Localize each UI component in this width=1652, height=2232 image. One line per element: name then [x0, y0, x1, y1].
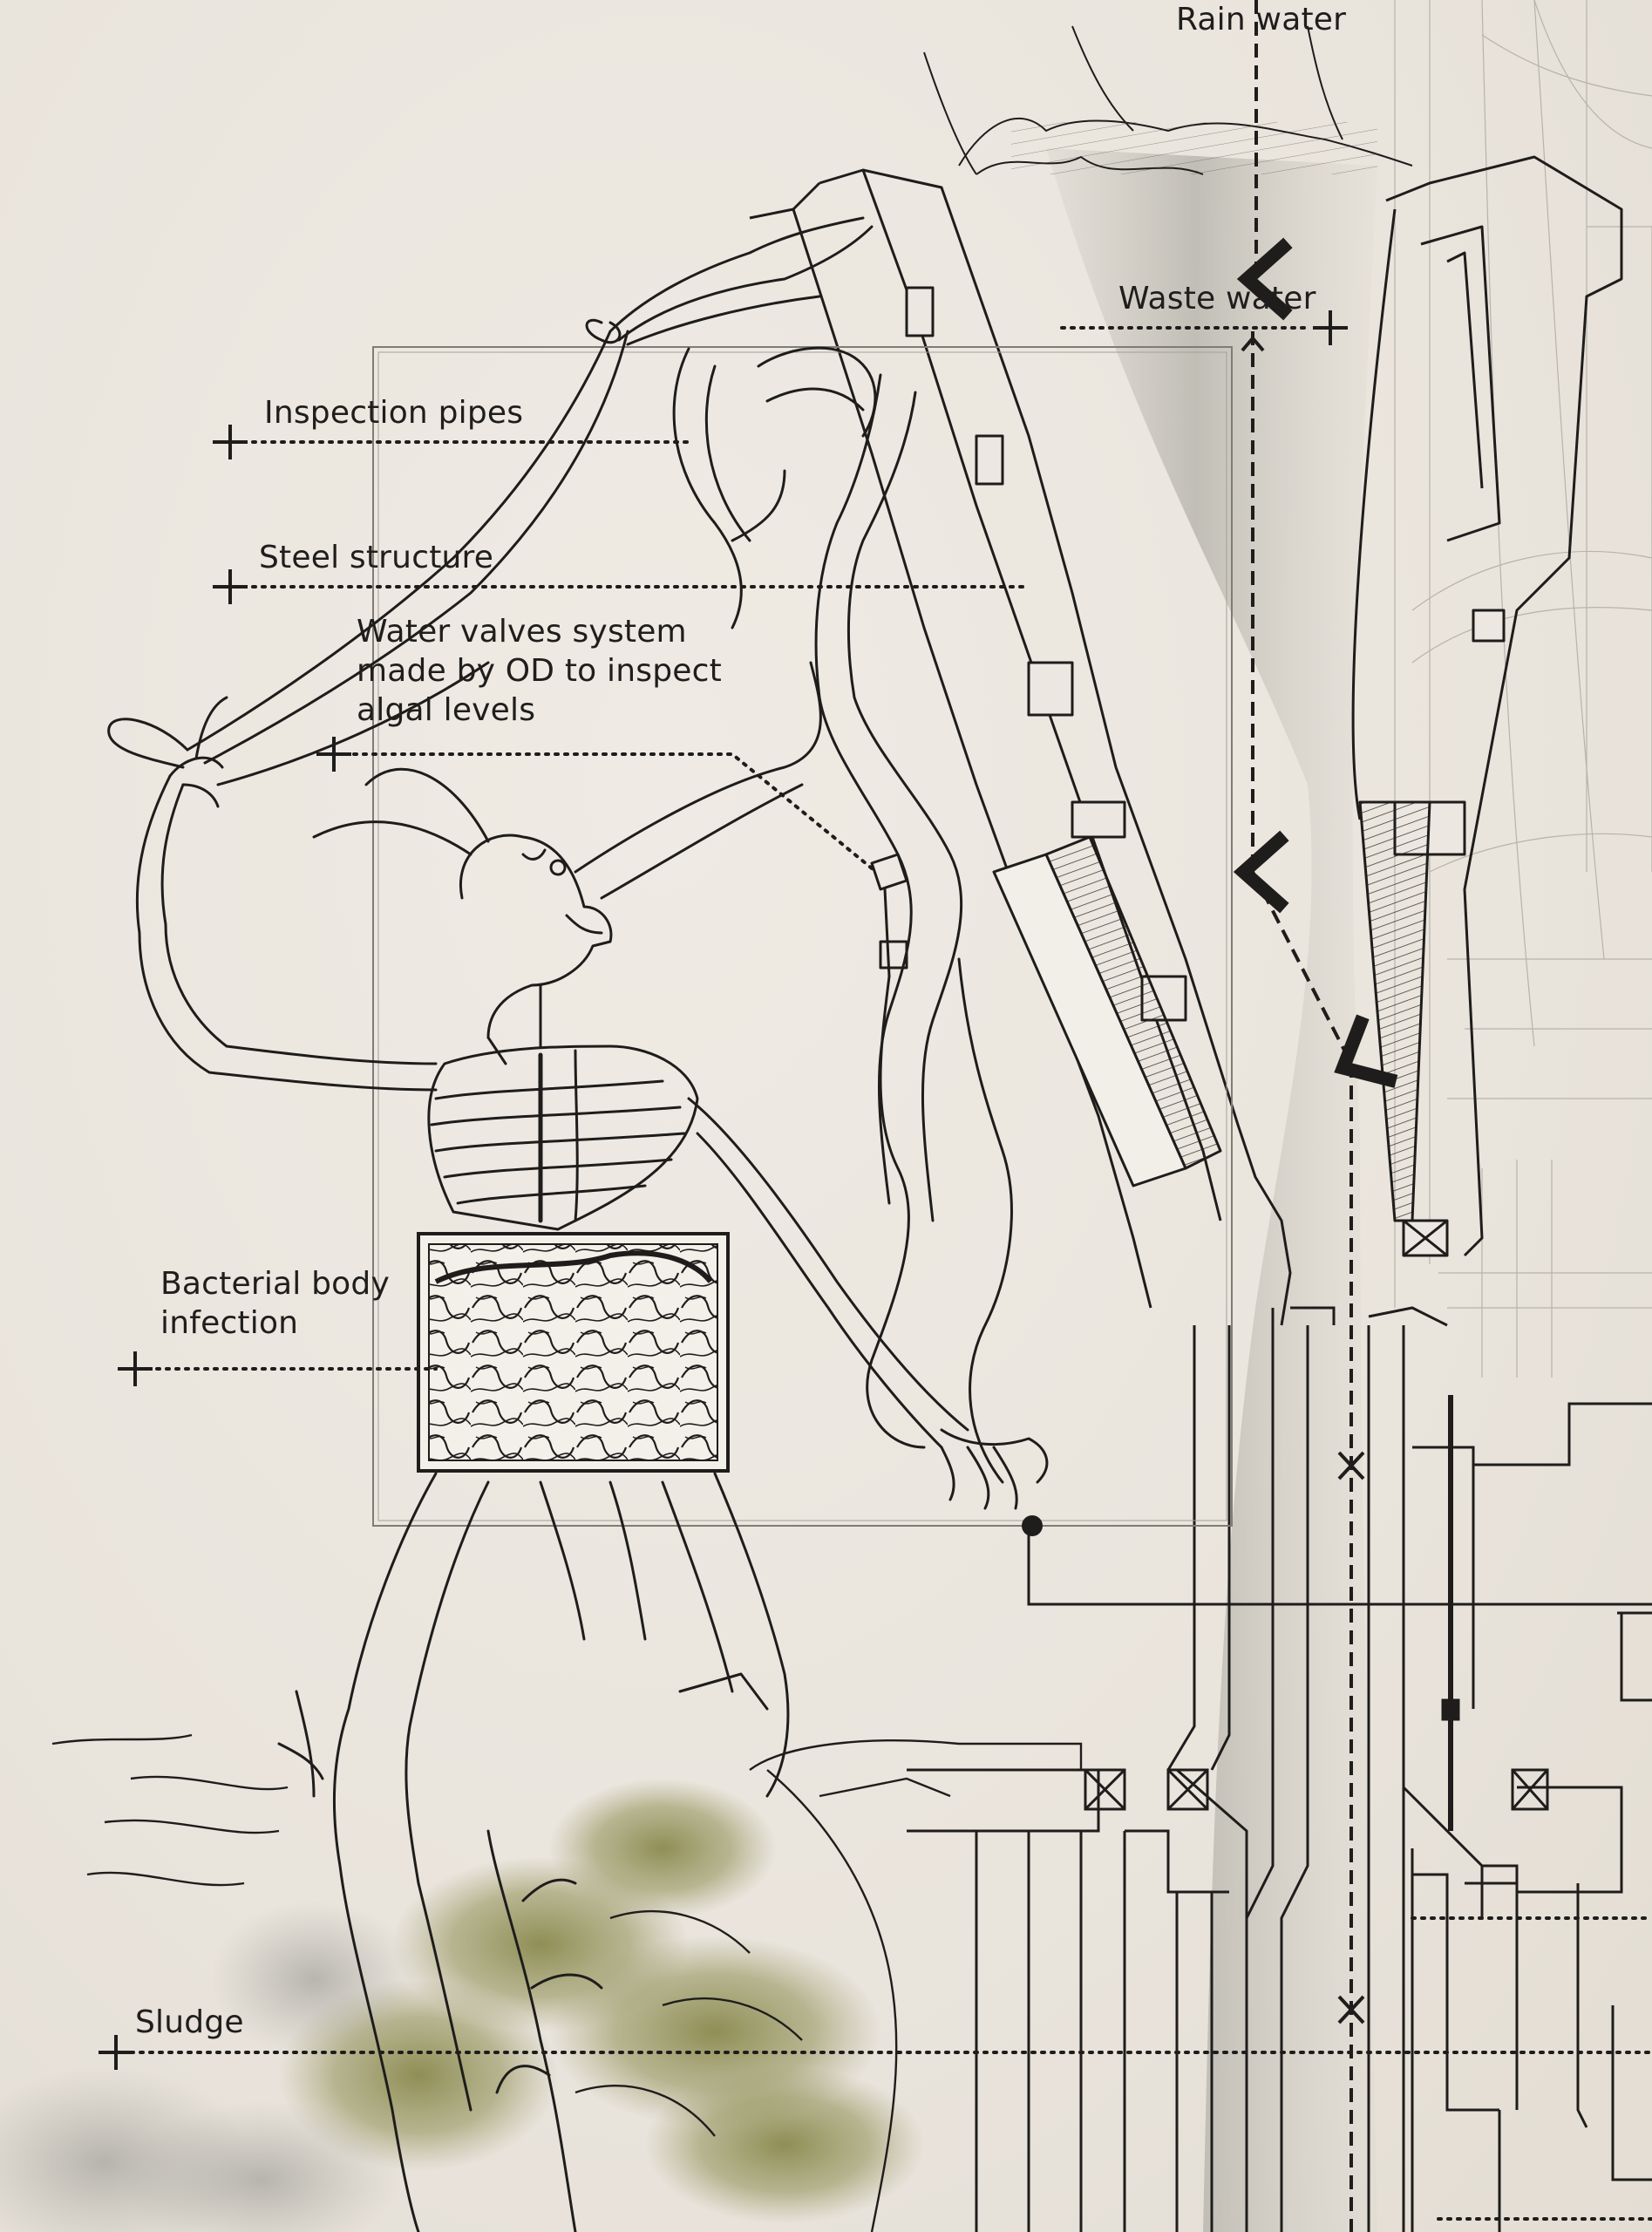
- cross-x-icon: [1337, 1451, 1365, 2024]
- label-water-valves-line-3: algal levels: [357, 692, 536, 728]
- skeletal-figure-drawing: [107, 216, 1049, 2232]
- intestine-panel: [417, 1232, 730, 1473]
- crosshair-marker-icon: [99, 310, 1348, 2070]
- label-bacterial-line-2: infection: [160, 1305, 299, 1341]
- sludge-moss: [0, 1779, 924, 2232]
- pipe-shaded-wash: [1046, 148, 1377, 2232]
- water-flow-arrows: [1233, 0, 1398, 2232]
- label-sludge: Sludge: [135, 2004, 244, 2040]
- label-water-valves: Water valves system made by OD to inspec…: [357, 612, 722, 730]
- label-bacterial-line-1: Bacterial body: [160, 1266, 390, 1302]
- frame-connector-dot: [1022, 1515, 1043, 1536]
- rock-slab: [51, 1733, 1083, 2232]
- background-architecture: [1394, 0, 1652, 1378]
- label-bacterial-infection: Bacterial body infection: [160, 1264, 390, 1343]
- label-inspection-pipes: Inspection pipes: [264, 395, 524, 431]
- label-water-valves-line-2: made by OD to inspect: [357, 653, 722, 689]
- label-rain-water: Rain water: [1176, 2, 1347, 37]
- label-steel-structure: Steel structure: [259, 540, 494, 575]
- inspection-frame: [372, 346, 1233, 1527]
- steel-structure-drawing: [749, 155, 1623, 1326]
- rock-top: [923, 25, 1413, 175]
- central-pipe-drawing: [907, 1306, 1652, 2232]
- label-water-valves-line-1: Water valves system: [357, 614, 687, 650]
- flow-up-arrow-icon: [1241, 335, 1265, 352]
- leader-lines: [129, 326, 1652, 2221]
- label-waste-water: Waste water: [1118, 281, 1316, 316]
